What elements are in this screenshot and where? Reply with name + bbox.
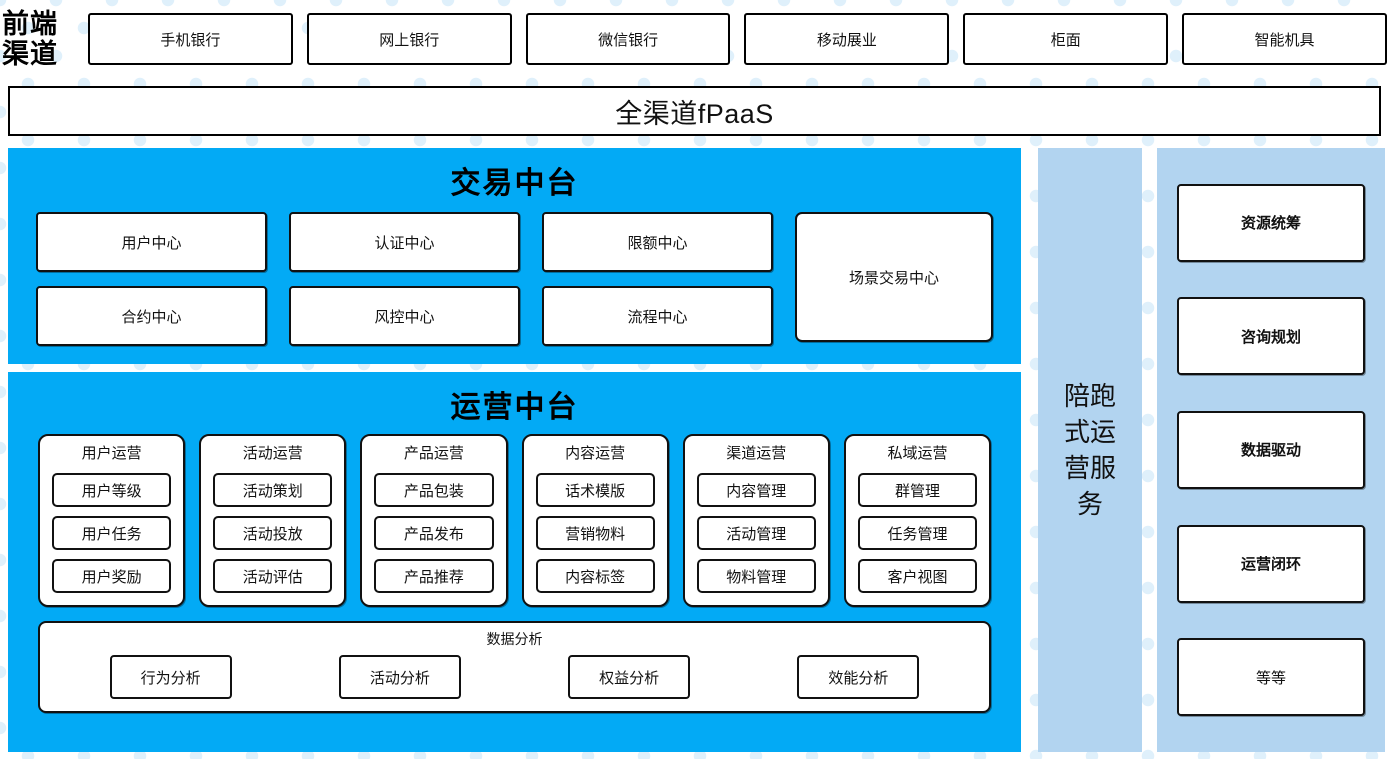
ops-item-product-recommendation[interactable]: 产品推荐 [374,559,494,593]
channel-box-counter[interactable]: 柜面 [963,13,1169,65]
trade-box-auth-center[interactable]: 认证中心 [289,212,520,272]
capability-box-consulting-planning[interactable]: 咨询规划 [1177,297,1365,376]
data-analysis-title: 数据分析 [486,631,543,647]
ops-item-user-reward[interactable]: 用户奖励 [52,559,172,593]
channel-box-wechat-bank[interactable]: 微信银行 [525,13,731,65]
analysis-item-campaign[interactable]: 活动分析 [338,655,461,699]
trade-box-user-center[interactable]: 用户中心 [36,212,267,272]
trade-box-limit-center[interactable]: 限额中心 [542,212,773,272]
ops-platform-panel: 运营中台 用户运营 用户等级 用户任务 用户奖励 活动运营 活动策划 活动投放 … [8,372,1021,752]
capability-box-etc[interactable]: 等等 [1177,638,1365,717]
capability-column: 资源统筹 咨询规划 数据驱动 运营闭环 等等 [1157,148,1385,752]
ops-group-list: 用户运营 用户等级 用户任务 用户奖励 活动运营 活动策划 活动投放 活动评估 … [8,426,1021,607]
ops-group-product: 产品运营 产品包装 产品发布 产品推荐 [360,434,508,607]
service-column-label: 陪跑式运营服务 [1063,381,1116,519]
ops-item-product-packaging[interactable]: 产品包装 [374,473,494,507]
ops-item-user-level[interactable]: 用户等级 [52,473,172,507]
ops-group-user: 用户运营 用户等级 用户任务 用户奖励 [38,434,186,607]
ops-item-task-management[interactable]: 任务管理 [857,516,978,550]
ops-group-channel: 渠道运营 内容管理 活动管理 物料管理 [682,434,830,607]
analysis-item-behavior[interactable]: 行为分析 [109,655,232,699]
trade-platform-grid: 用户中心 合约中心 认证中心 风控中心 限额中心 流程中心 场景交易中心 [8,202,1021,346]
ops-item-marketing-material[interactable]: 营销物料 [535,516,655,550]
fpaas-bar: 全渠道fPaaS [8,86,1381,136]
ops-group-title-product: 产品运营 [403,445,464,462]
ops-item-customer-view[interactable]: 客户视图 [857,559,978,593]
trade-platform-columns: 用户中心 合约中心 认证中心 风控中心 限额中心 流程中心 [36,212,773,346]
data-analysis-item-list: 行为分析 活动分析 权益分析 效能分析 [40,655,989,699]
front-channel-row: 前端 渠道 手机银行 网上银行 微信银行 移动展业 柜面 智能机具 [0,8,1393,70]
ops-item-campaign-planning[interactable]: 活动策划 [213,473,333,507]
capability-box-operation-loop[interactable]: 运营闭环 [1177,524,1365,603]
channel-box-mobile-bank[interactable]: 手机银行 [88,13,293,65]
analysis-item-benefit[interactable]: 权益分析 [568,655,691,699]
ops-group-title-user: 用户运营 [81,445,142,462]
trade-platform-panel: 交易中台 用户中心 合约中心 认证中心 风控中心 限额中心 流 [8,148,1021,364]
trade-box-scenario-center[interactable]: 场景交易中心 [795,212,993,342]
ops-item-content-management[interactable]: 内容管理 [696,473,816,507]
ops-item-material-management[interactable]: 物料管理 [696,559,816,593]
channel-box-online-bank[interactable]: 网上银行 [306,13,512,65]
trade-box-risk-center[interactable]: 风控中心 [289,286,520,346]
trade-column-1: 用户中心 合约中心 [36,212,267,346]
platform-column: 交易中台 用户中心 合约中心 认证中心 风控中心 限额中心 流 [8,148,1021,752]
ops-item-user-task[interactable]: 用户任务 [52,516,172,550]
trade-box-contract-center[interactable]: 合约中心 [36,286,267,346]
ops-platform-title: 运营中台 [450,391,579,424]
ops-group-title-private-domain: 私域运营 [887,445,948,462]
ops-group-private-domain: 私域运营 群管理 任务管理 客户视图 [843,434,992,607]
channel-box-smart-machine[interactable]: 智能机具 [1182,13,1387,65]
ops-item-product-release[interactable]: 产品发布 [374,516,494,550]
ops-group-title-channel: 渠道运营 [726,445,787,462]
trade-column-2: 认证中心 风控中心 [289,212,520,346]
data-analysis-section: 数据分析 行为分析 活动分析 权益分析 效能分析 [38,621,991,713]
ops-item-script-template[interactable]: 话术模版 [535,473,655,507]
capability-box-resource-coordination[interactable]: 资源统筹 [1177,183,1365,262]
ops-group-content: 内容运营 话术模版 营销物料 内容标签 [521,434,669,607]
trade-platform-title: 交易中台 [450,167,579,200]
channel-box-list: 手机银行 网上银行 微信银行 移动展业 柜面 智能机具 [88,13,1393,65]
front-channel-label-line1: 前端 [2,9,58,39]
ops-item-campaign-delivery[interactable]: 活动投放 [213,516,333,550]
front-channel-label-line2: 渠道 [2,39,58,69]
channel-box-mobile-business[interactable]: 移动展业 [744,13,950,65]
main-area: 交易中台 用户中心 合约中心 认证中心 风控中心 限额中心 流 [8,148,1385,752]
trade-column-3: 限额中心 流程中心 [542,212,773,346]
ops-group-campaign: 活动运营 活动策划 活动投放 活动评估 [199,434,347,607]
front-channel-label: 前端 渠道 [0,9,88,69]
ops-group-title-content: 内容运营 [565,445,626,462]
ops-item-campaign-management[interactable]: 活动管理 [696,516,816,550]
ops-item-campaign-evaluation[interactable]: 活动评估 [213,559,333,593]
service-column: 陪跑式运营服务 [1038,148,1142,752]
analysis-item-efficiency[interactable]: 效能分析 [797,655,920,699]
ops-item-group-management[interactable]: 群管理 [857,473,978,507]
capability-box-data-driven[interactable]: 数据驱动 [1177,410,1365,489]
ops-group-title-campaign: 活动运营 [242,445,303,462]
ops-item-content-tag[interactable]: 内容标签 [535,559,655,593]
trade-box-process-center[interactable]: 流程中心 [542,286,773,346]
